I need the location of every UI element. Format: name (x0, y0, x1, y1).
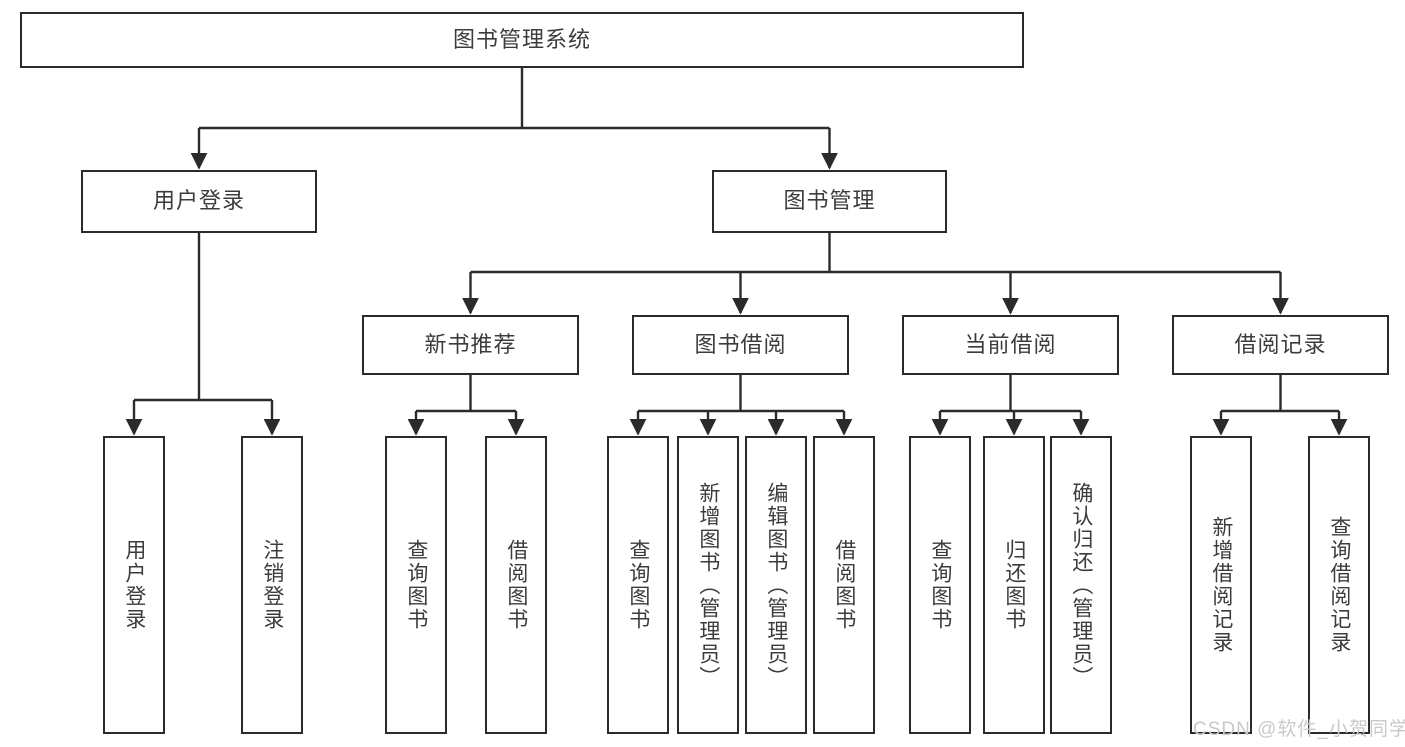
node-level2-1-label: 图书管理 (783, 188, 876, 214)
node-level3-1[interactable]: 图书借阅 (632, 315, 849, 375)
node-leaf-4[interactable]: 查询图书 (607, 436, 669, 734)
node-level2-0[interactable]: 用户登录 (81, 170, 317, 233)
node-leaf-11-label: 新增借阅记录 (1209, 516, 1233, 654)
node-leaf-2-label: 查询图书 (404, 539, 428, 631)
node-leaf-0-label: 用户登录 (122, 539, 146, 631)
node-leaf-3[interactable]: 借阅图书 (485, 436, 547, 734)
node-leaf-5[interactable]: 新增图书（管理员） (677, 436, 739, 734)
node-leaf-9[interactable]: 归还图书 (983, 436, 1045, 734)
node-level3-2-label: 当前借阅 (964, 331, 1057, 357)
node-level3-0[interactable]: 新书推荐 (362, 315, 579, 375)
node-leaf-8-label: 查询图书 (928, 539, 952, 631)
node-leaf-11[interactable]: 新增借阅记录 (1190, 436, 1252, 734)
node-level2-0-label: 用户登录 (152, 188, 245, 214)
node-level3-3-label: 借阅记录 (1234, 331, 1327, 357)
node-leaf-4-label: 查询图书 (626, 539, 650, 631)
node-leaf-2[interactable]: 查询图书 (385, 436, 447, 734)
node-leaf-12-label: 查询借阅记录 (1327, 516, 1351, 654)
node-leaf-3-label: 借阅图书 (504, 539, 528, 631)
node-leaf-7-label: 借阅图书 (832, 539, 856, 631)
node-leaf-10[interactable]: 确认归还（管理员） (1050, 436, 1112, 734)
node-leaf-1[interactable]: 注销登录 (241, 436, 303, 734)
node-leaf-0[interactable]: 用户登录 (103, 436, 165, 734)
node-leaf-1-label: 注销登录 (260, 539, 284, 631)
node-level3-3[interactable]: 借阅记录 (1172, 315, 1389, 375)
node-leaf-9-label: 归还图书 (1002, 539, 1026, 631)
node-root[interactable]: 图书管理系统 (20, 12, 1024, 68)
node-level2-1[interactable]: 图书管理 (712, 170, 947, 233)
node-level3-2[interactable]: 当前借阅 (902, 315, 1119, 375)
node-level3-0-label: 新书推荐 (424, 331, 517, 357)
watermark: CSDN @软件_小贺同学 (1193, 719, 1405, 740)
node-leaf-12[interactable]: 查询借阅记录 (1308, 436, 1370, 734)
node-level3-1-label: 图书借阅 (694, 331, 787, 357)
node-leaf-6-label: 编辑图书（管理员） (764, 481, 788, 689)
node-leaf-6[interactable]: 编辑图书（管理员） (745, 436, 807, 734)
node-leaf-5-label: 新增图书（管理员） (696, 481, 720, 689)
node-leaf-10-label: 确认归还（管理员） (1069, 481, 1093, 689)
node-root-label: 图书管理系统 (452, 26, 591, 52)
node-leaf-7[interactable]: 借阅图书 (813, 436, 875, 734)
node-leaf-8[interactable]: 查询图书 (909, 436, 971, 734)
